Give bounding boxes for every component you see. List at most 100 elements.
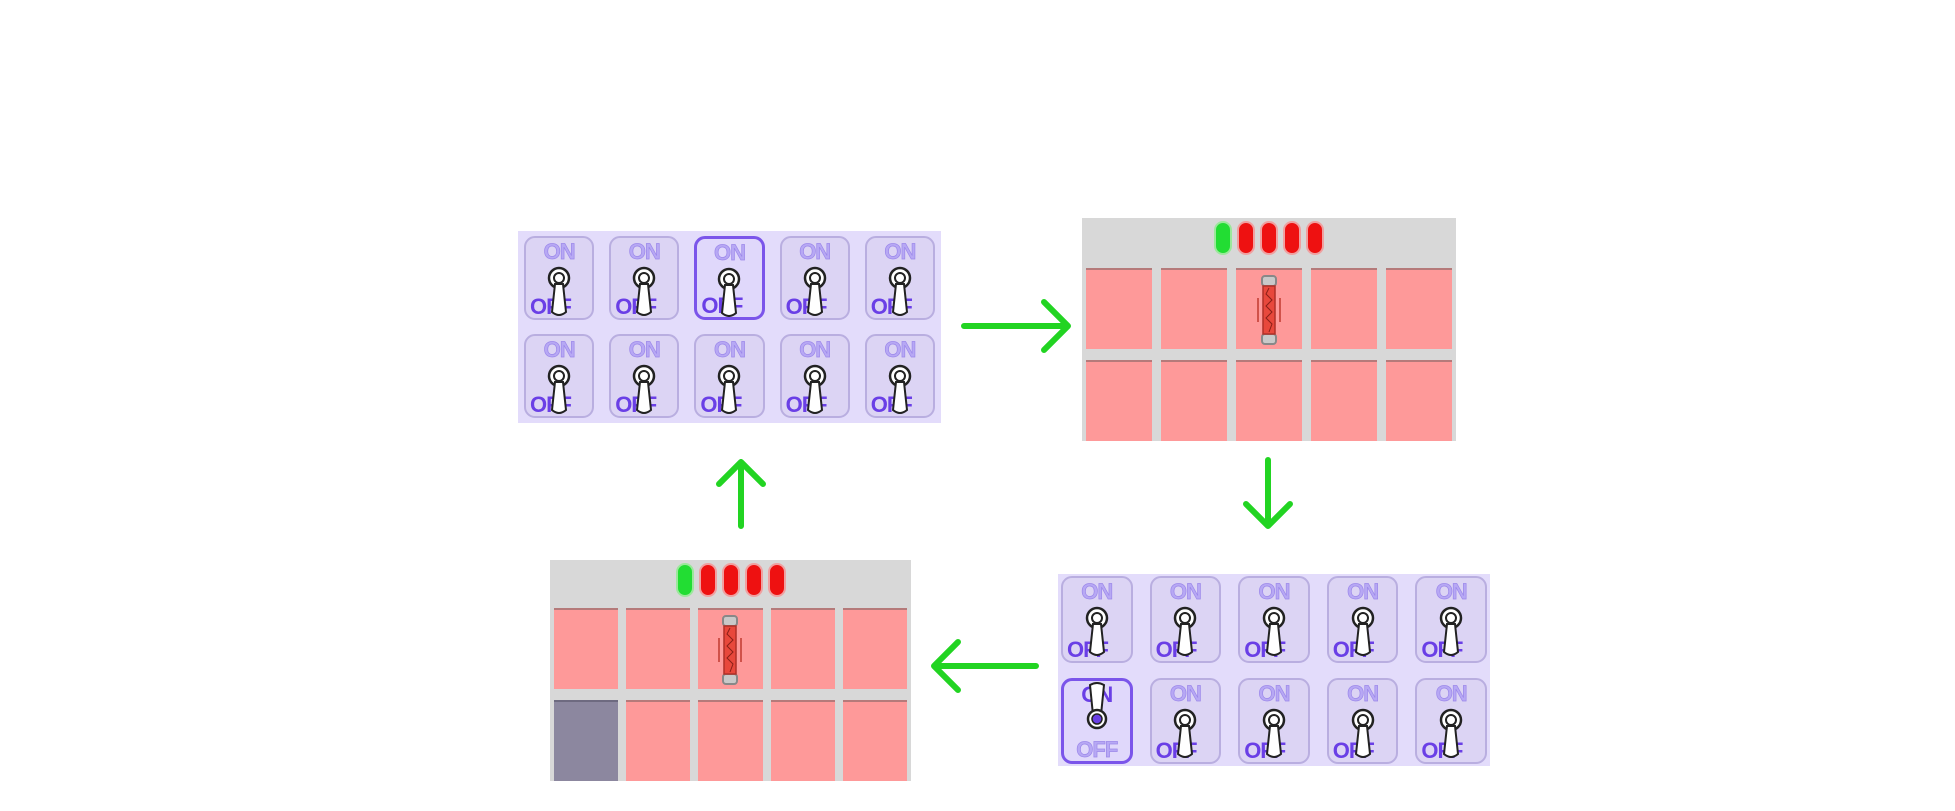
switch-on-label: ON	[799, 337, 832, 362]
grid-cell-1[interactable]	[554, 608, 619, 689]
arrow-left-icon	[931, 639, 1039, 693]
grid-cell-2[interactable]	[626, 608, 691, 689]
switch-lever-icon	[800, 264, 830, 318]
grid-cell-10[interactable]	[1386, 360, 1452, 441]
grid-cell-9[interactable]	[1311, 360, 1377, 441]
led-green-icon	[675, 563, 694, 597]
led-red-icon	[1306, 221, 1324, 255]
switch-lever-icon	[544, 362, 574, 416]
switch-off-label: OFF	[1076, 737, 1119, 762]
grid-cell-1[interactable]	[1086, 268, 1152, 349]
switch-lever-icon	[1348, 706, 1378, 760]
led-indicator-row	[550, 560, 911, 600]
grid-cell-5[interactable]	[1386, 268, 1452, 349]
switch-on-label: ON	[884, 239, 917, 264]
fuse-icon	[718, 614, 743, 686]
switch-lever-icon	[629, 362, 659, 416]
grid-cell-9[interactable]	[770, 700, 835, 781]
switch-on-label: ON	[713, 240, 747, 265]
switch-on-label: ON	[1169, 680, 1203, 706]
grid-panel-bottom-left	[550, 560, 911, 781]
switch-on-label: ON	[1347, 579, 1380, 604]
grid-panel-top-right	[1082, 218, 1456, 441]
switch-lever-icon	[1259, 706, 1289, 760]
arrow-right-icon	[961, 299, 1071, 353]
grid-cell-2[interactable]	[1161, 268, 1227, 349]
switch-on-label: ON	[713, 337, 747, 362]
switch-lever-icon	[1082, 681, 1112, 735]
led-red-icon	[744, 563, 763, 597]
grid-cell-6[interactable]	[554, 700, 619, 781]
fuse-icon	[1257, 274, 1281, 346]
grid-cell-10[interactable]	[842, 700, 907, 781]
switch-on-label: ON	[628, 239, 661, 264]
switch-lever-icon	[1259, 604, 1289, 658]
cell-grid	[554, 608, 907, 781]
grid-cell-7[interactable]	[626, 700, 691, 781]
switch-on-label: ON	[1435, 680, 1468, 706]
led-red-icon	[1283, 221, 1301, 255]
switch-lever-icon	[714, 265, 744, 317]
switch-lever-icon	[1348, 604, 1378, 658]
switch-lever-icon	[544, 264, 574, 318]
switch-lever-icon	[800, 362, 830, 416]
grid-cell-4[interactable]	[770, 608, 835, 689]
grid-cell-3[interactable]	[1236, 268, 1302, 349]
switch-lever-icon	[1170, 706, 1200, 760]
grid-cell-6[interactable]	[1086, 360, 1152, 441]
switch-lever-icon	[1170, 604, 1200, 658]
switch-on-label: ON	[1258, 680, 1291, 706]
grid-cell-5[interactable]	[842, 608, 907, 689]
switch-on-label: ON	[1258, 579, 1291, 604]
switch-on-label: ON	[1435, 579, 1468, 604]
led-green-icon	[1214, 221, 1232, 255]
switch-lever-icon	[1436, 706, 1466, 760]
switch-panel-bottom-right: ONOFFONOFFONOFFONOFFONOFFONOFFONOFFONOFF…	[1058, 574, 1490, 766]
switch-on-label: ON	[543, 239, 576, 264]
led-red-icon	[1237, 221, 1255, 255]
switch-lever-icon	[714, 362, 744, 416]
switch-lever-icon	[885, 362, 915, 416]
grid-cell-7[interactable]	[1161, 360, 1227, 441]
grid-cell-8[interactable]	[698, 700, 763, 781]
led-red-icon	[721, 563, 740, 597]
switch-on-label: ON	[1347, 680, 1380, 706]
grid-cell-4[interactable]	[1311, 268, 1377, 349]
switch-lever-icon	[629, 264, 659, 318]
grid-cell-3[interactable]	[698, 608, 763, 689]
led-red-icon	[767, 563, 786, 597]
switch-lever-icon	[1082, 604, 1112, 658]
led-red-icon	[698, 563, 717, 597]
grid-cell-8[interactable]	[1236, 360, 1302, 441]
switch-lever-icon	[1436, 604, 1466, 658]
switch-on-label: ON	[799, 239, 832, 264]
switch-on-label: ON	[884, 337, 917, 362]
cell-grid	[1086, 268, 1452, 441]
switch-on-label: ON	[543, 337, 576, 362]
arrow-up-icon	[716, 459, 766, 529]
switch-on-label: ON	[1169, 579, 1203, 604]
led-red-icon	[1260, 221, 1278, 255]
arrow-down-icon	[1243, 457, 1293, 529]
